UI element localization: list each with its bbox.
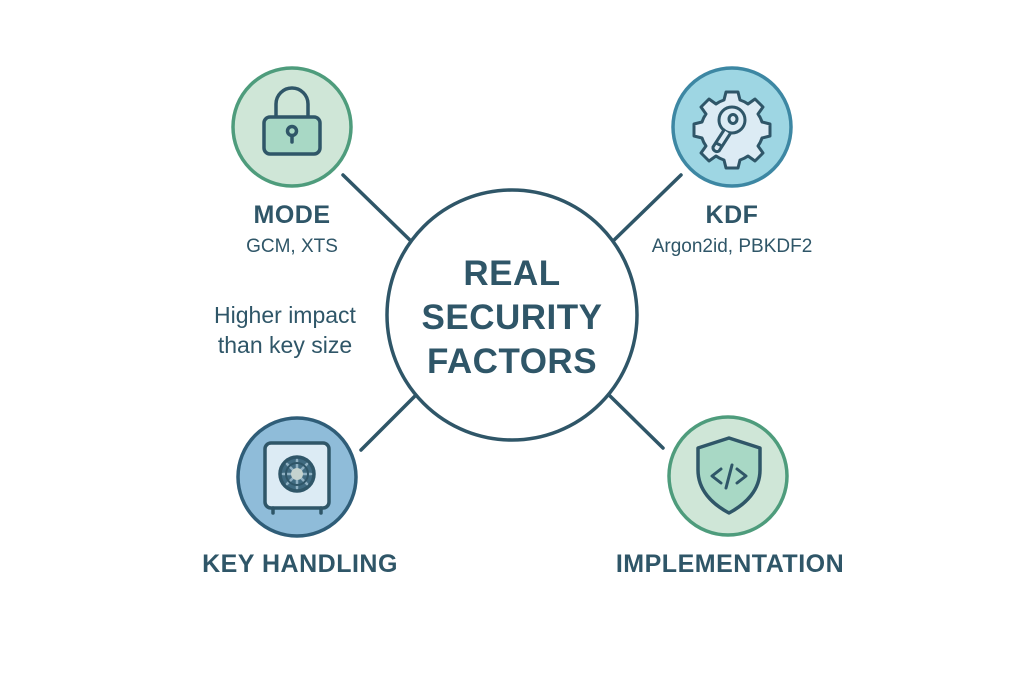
central-hub-circle <box>385 188 639 442</box>
impact-note-line-2: than key size <box>217 332 353 358</box>
connector-mode <box>341 173 416 246</box>
mode-node-circle <box>231 66 353 188</box>
impact-note: Higher impact than key size <box>185 300 385 360</box>
gear-key-icon <box>692 90 772 170</box>
connector-key-handling <box>359 394 417 452</box>
kdf-title: KDF <box>705 201 759 229</box>
implementation-title: IMPLEMENTATION <box>615 550 845 578</box>
lock-icon <box>262 86 322 156</box>
connector-kdf <box>608 173 683 246</box>
safe-icon <box>263 441 331 515</box>
key-handling-node-circle <box>236 416 358 538</box>
connector-implementation <box>607 393 665 450</box>
mode-subtitle: GCM, XTS <box>246 236 338 257</box>
central-title-line-1: REAL <box>463 254 561 293</box>
kdf-node-circle <box>671 66 793 188</box>
implementation-node-circle <box>667 415 789 537</box>
mode-title: MODE <box>253 201 331 229</box>
central-title: REAL SECURITY FACTORS <box>392 252 632 384</box>
code-shield-icon <box>696 436 762 515</box>
central-title-line-2: SECURITY <box>421 298 603 337</box>
key-handling-title: KEY HANDLING <box>202 550 398 578</box>
kdf-subtitle: Argon2id, PBKDF2 <box>651 236 813 257</box>
central-title-line-3: FACTORS <box>426 342 598 381</box>
impact-note-line-1: Higher impact <box>214 302 356 328</box>
